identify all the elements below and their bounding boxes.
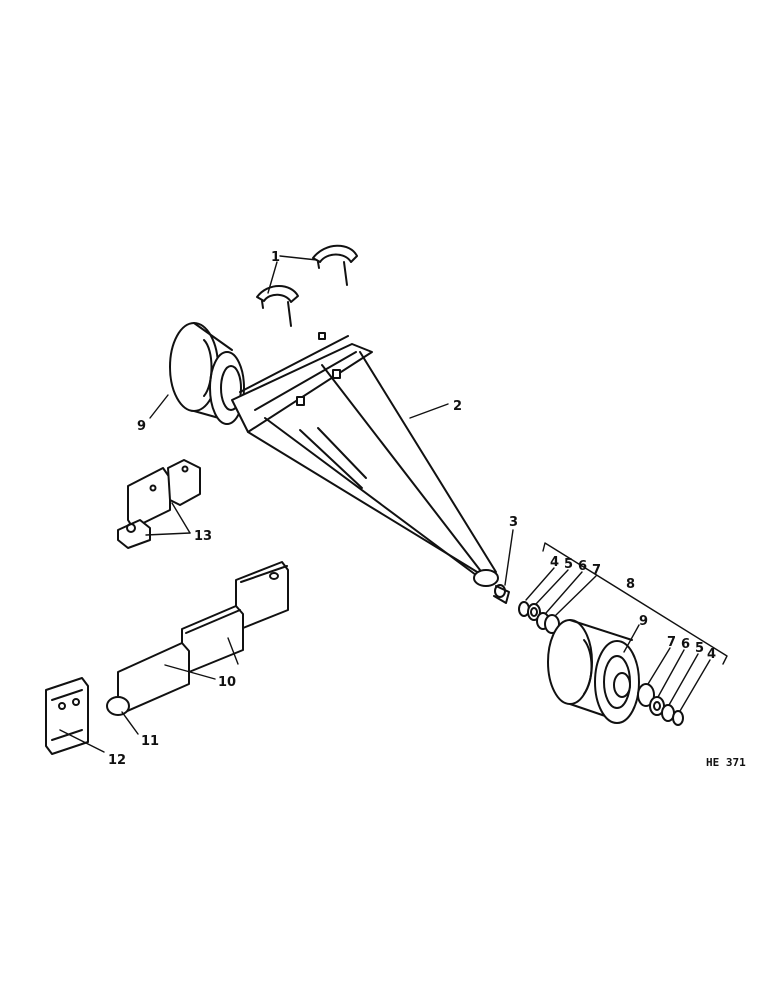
callout-6-upper: 6 [578, 559, 587, 574]
callout-5-lower: 5 [695, 641, 704, 656]
callout-9-left: 9 [137, 419, 146, 434]
callout-8: 8 [626, 577, 635, 592]
callout-3: 3 [509, 515, 518, 530]
leader-1 [267, 255, 318, 294]
bracket-8 [542, 542, 728, 665]
callout-10: 10 [218, 675, 236, 690]
telescoping-tubes [117, 561, 289, 713]
callout-1: 1 [271, 250, 280, 265]
leaders-7-4-lower [623, 624, 711, 712]
callout-11: 11 [141, 734, 159, 749]
callout-5-upper: 5 [564, 557, 573, 572]
bearing-stack-lower [637, 683, 684, 726]
leader-10 [164, 637, 239, 680]
callout-4-upper: 4 [550, 555, 559, 570]
callout-12: 12 [108, 753, 126, 768]
wheel-right [547, 619, 640, 724]
leader-12 [59, 729, 105, 753]
clamp-half-lower [256, 285, 299, 327]
wheel-left [169, 322, 245, 425]
leader-11 [121, 711, 139, 735]
callout-2: 2 [453, 399, 462, 414]
callout-6-lower: 6 [681, 637, 690, 652]
callout-7-upper: 7 [592, 563, 601, 578]
callout-13: 13 [194, 529, 212, 544]
hitch-clevis [45, 677, 89, 755]
clamp-half-upper [312, 244, 358, 286]
leader-2 [409, 403, 449, 419]
leader-3 [504, 529, 514, 586]
callout-4-lower: 4 [707, 647, 716, 662]
callout-7-lower: 7 [667, 635, 676, 650]
bearing-stack-upper [518, 601, 560, 634]
mounting-brackets [117, 459, 201, 549]
callout-9-right: 9 [639, 614, 648, 629]
drawing-code: HE 371 [706, 756, 746, 769]
leaders-4-7-upper [525, 567, 597, 616]
pin [106, 696, 130, 716]
leader-13 [145, 502, 191, 536]
leader-9-left [149, 394, 169, 419]
spindle [493, 584, 510, 604]
axle-frame [231, 332, 499, 587]
